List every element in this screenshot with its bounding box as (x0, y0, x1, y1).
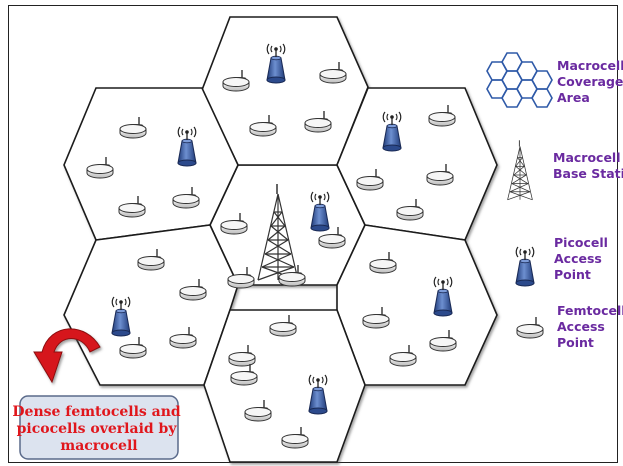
router-disc-icon (516, 316, 544, 339)
antenna-cone-icon (515, 246, 535, 287)
callout-box: Dense femtocells and picocells overlaid … (12, 395, 185, 460)
legend-femtocell-label: Femtocell Access Point (557, 303, 623, 350)
hex-upper-left (63, 87, 239, 241)
legend-macrocell-coverage-label: Macrocell Coverage Area (557, 58, 623, 105)
hexagon-grid-icon (486, 52, 553, 108)
legend-picocell-label: Picocell Access Point (554, 235, 612, 282)
curved-arrow-icon (33, 328, 101, 384)
hex-lower-right (336, 224, 498, 386)
hex-bottom (203, 309, 366, 463)
lattice-tower-icon (507, 139, 533, 201)
callout-text: Dense femtocells and picocells overlaid … (12, 404, 185, 454)
legend-macrocell-base-station-label: Macrocell Base Station (553, 150, 623, 181)
legend: Macrocell Coverage Area Macrocell Base S… (486, 52, 623, 350)
